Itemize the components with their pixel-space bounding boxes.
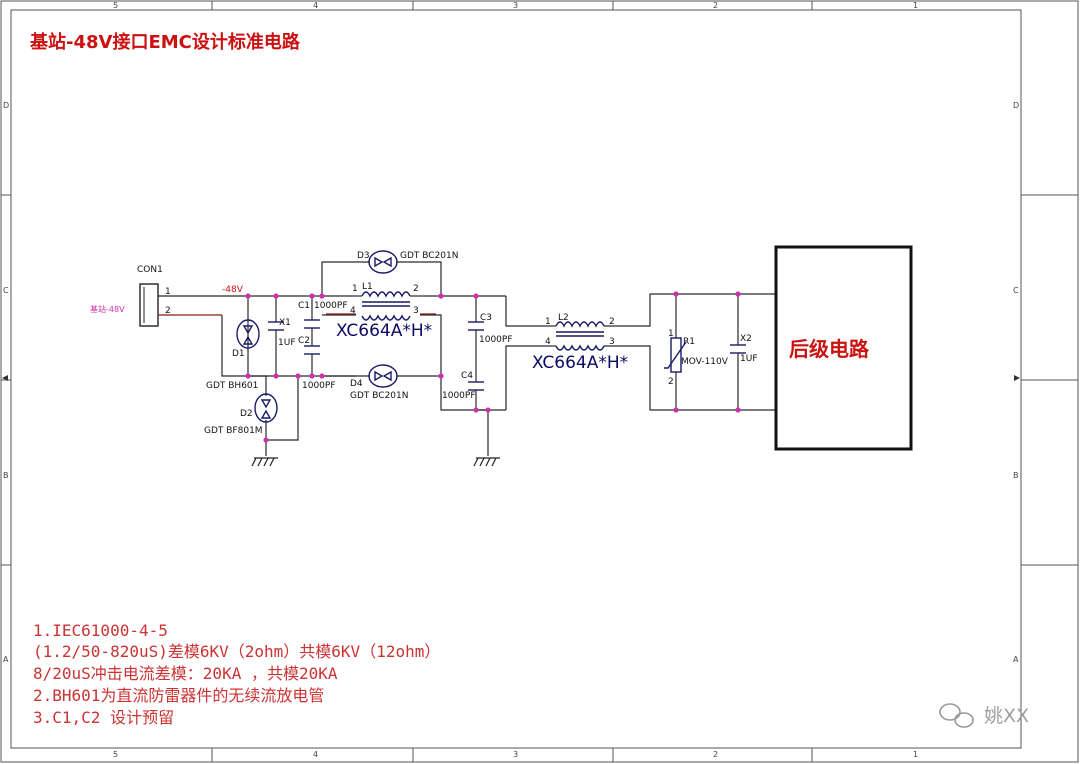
d4-ref: D4	[350, 379, 363, 389]
col-label-bottom-3: 3	[513, 750, 518, 759]
notes-block: 1.IEC61000-4-5 (1.2/50-820uS)差模6KV（2ohm）…	[33, 621, 440, 727]
c1-capacitor: C1 1000PF	[298, 301, 348, 329]
d3-gdt: D3 GDT BC201N	[357, 250, 458, 274]
l2-pin4: 4	[545, 337, 551, 347]
c2-capacitor: C2 1000PF	[298, 336, 336, 391]
l2-part: XC664A*H*	[532, 353, 628, 373]
c2-value: 1000PF	[302, 381, 336, 391]
con1-ref: CON1	[137, 265, 163, 275]
c1-ref: C1	[298, 301, 310, 311]
row-label-right-c: C	[1013, 286, 1019, 295]
x1-value: 1UF	[278, 338, 296, 348]
inner-frame	[10, 9, 1022, 749]
note-line-4: 2.BH601为直流防雷器件的无续流放电管	[33, 686, 324, 705]
right-center-arrow	[1014, 375, 1020, 381]
ground-symbol-right	[473, 457, 500, 467]
c2-ref: C2	[298, 336, 310, 346]
d2-gdt: D2 GDT BF801M	[204, 393, 278, 436]
l1-pin2: 2	[413, 284, 419, 294]
c3-capacitor: C3 1000PF	[468, 313, 513, 345]
con1-pin1: 1	[165, 287, 171, 297]
row-label-left-b: B	[3, 471, 9, 480]
note-line-1: 1.IEC61000-4-5	[33, 621, 168, 640]
l1-pin1: 1	[352, 284, 358, 294]
x2-ref: X2	[740, 334, 752, 344]
col-label-top-4: 4	[313, 1, 318, 10]
d4-gdt: D4 GDT BC201N	[350, 364, 408, 401]
col-label-top-1: 1	[913, 1, 918, 10]
diagram-title: 基站-48V接口EMC设计标准电路	[29, 31, 301, 53]
row-label-right-b: B	[1013, 471, 1019, 480]
d1-ref: D1	[232, 349, 245, 359]
row-label-left-c: C	[3, 286, 9, 295]
r1-pin1: 1	[668, 329, 674, 339]
x2-value: 1UF	[740, 354, 758, 364]
col-label-top-5: 5	[113, 1, 118, 10]
r1-pin2: 2	[668, 377, 674, 387]
c4-ref: C4	[461, 371, 473, 381]
d2-ref: D2	[240, 409, 253, 419]
d1-part: GDT BH601	[206, 381, 258, 391]
col-label-bottom-5: 5	[113, 750, 118, 759]
r1-ref: R1	[683, 337, 695, 347]
connector-con1: CON1 基站-48V 1 2 -48V	[90, 265, 244, 327]
watermark: 姚XX	[939, 703, 1029, 728]
l1-pin4: 4	[350, 306, 356, 316]
backend-label: 后级电路	[789, 337, 870, 361]
col-label-bottom-2: 2	[713, 750, 718, 759]
watermark-text: 姚XX	[984, 705, 1029, 727]
note-line-3: 8/20uS冲击电流差模：20KA ，共模20KA	[33, 664, 338, 683]
col-label-top-3: 3	[513, 1, 518, 10]
r1-value: MOV-110V	[681, 357, 729, 367]
con1-net-label: 基站-48V	[90, 304, 125, 314]
c4-capacitor: C4 1000PF	[442, 371, 484, 401]
d3-ref: D3	[357, 251, 370, 261]
l2-choke: L2 1 2 4 3 XC664A*H*	[532, 313, 628, 373]
note-line-2: (1.2/50-820uS)差模6KV（2ohm）共模6KV（12ohm）	[33, 642, 440, 661]
row-label-left-a: A	[3, 655, 9, 664]
l2-pin3: 3	[609, 337, 615, 347]
backend-circuit-block: 后级电路	[774, 245, 913, 451]
l2-pin2: 2	[609, 317, 615, 327]
col-label-bottom-1: 1	[913, 750, 918, 759]
ground-symbol-left	[251, 457, 278, 467]
l2-ref: L2	[558, 313, 569, 323]
c3-ref: C3	[480, 313, 492, 323]
wechat-icon	[939, 703, 974, 728]
con1-pin2: 2	[165, 306, 171, 316]
c3-value: 1000PF	[479, 335, 513, 345]
col-label-bottom-4: 4	[313, 750, 318, 759]
d2-part: GDT BF801M	[204, 426, 263, 436]
l1-pin3: 3	[413, 306, 419, 316]
d1-gdt: D1 GDT BH601	[206, 319, 260, 391]
note-line-5: 3.C1,C2 设计预留	[33, 708, 174, 727]
left-center-arrow	[2, 375, 8, 381]
row-label-right-a: A	[1013, 655, 1019, 664]
l2-pin1: 1	[545, 317, 551, 327]
x1-ref: X1	[279, 318, 291, 328]
row-label-right-d: D	[1013, 101, 1019, 110]
x1-capacitor: X1 1UF	[268, 318, 296, 348]
row-label-left-d: D	[3, 101, 9, 110]
d4-part: GDT BC201N	[350, 391, 408, 401]
c4-value: 1000PF	[442, 391, 476, 401]
net-name-48v: -48V	[222, 285, 244, 295]
r1-varistor: R1 MOV-110V 1 2	[664, 329, 729, 387]
x2-capacitor: X2 1UF	[730, 334, 758, 364]
wires	[221, 261, 776, 456]
l1-ref: L1	[362, 282, 373, 292]
c1-value: 1000PF	[314, 301, 348, 311]
col-label-top-2: 2	[713, 1, 718, 10]
junctions	[245, 291, 741, 443]
l1-part: XC664A*H*	[336, 321, 432, 341]
l1-choke: L1 1 2 4 3 XC664A*H*	[336, 282, 432, 341]
d3-part: GDT BC201N	[400, 251, 458, 261]
grid-labels: 5 4 3 2 1 5 4 3 2 1 D C B A D C B A	[3, 1, 1019, 759]
